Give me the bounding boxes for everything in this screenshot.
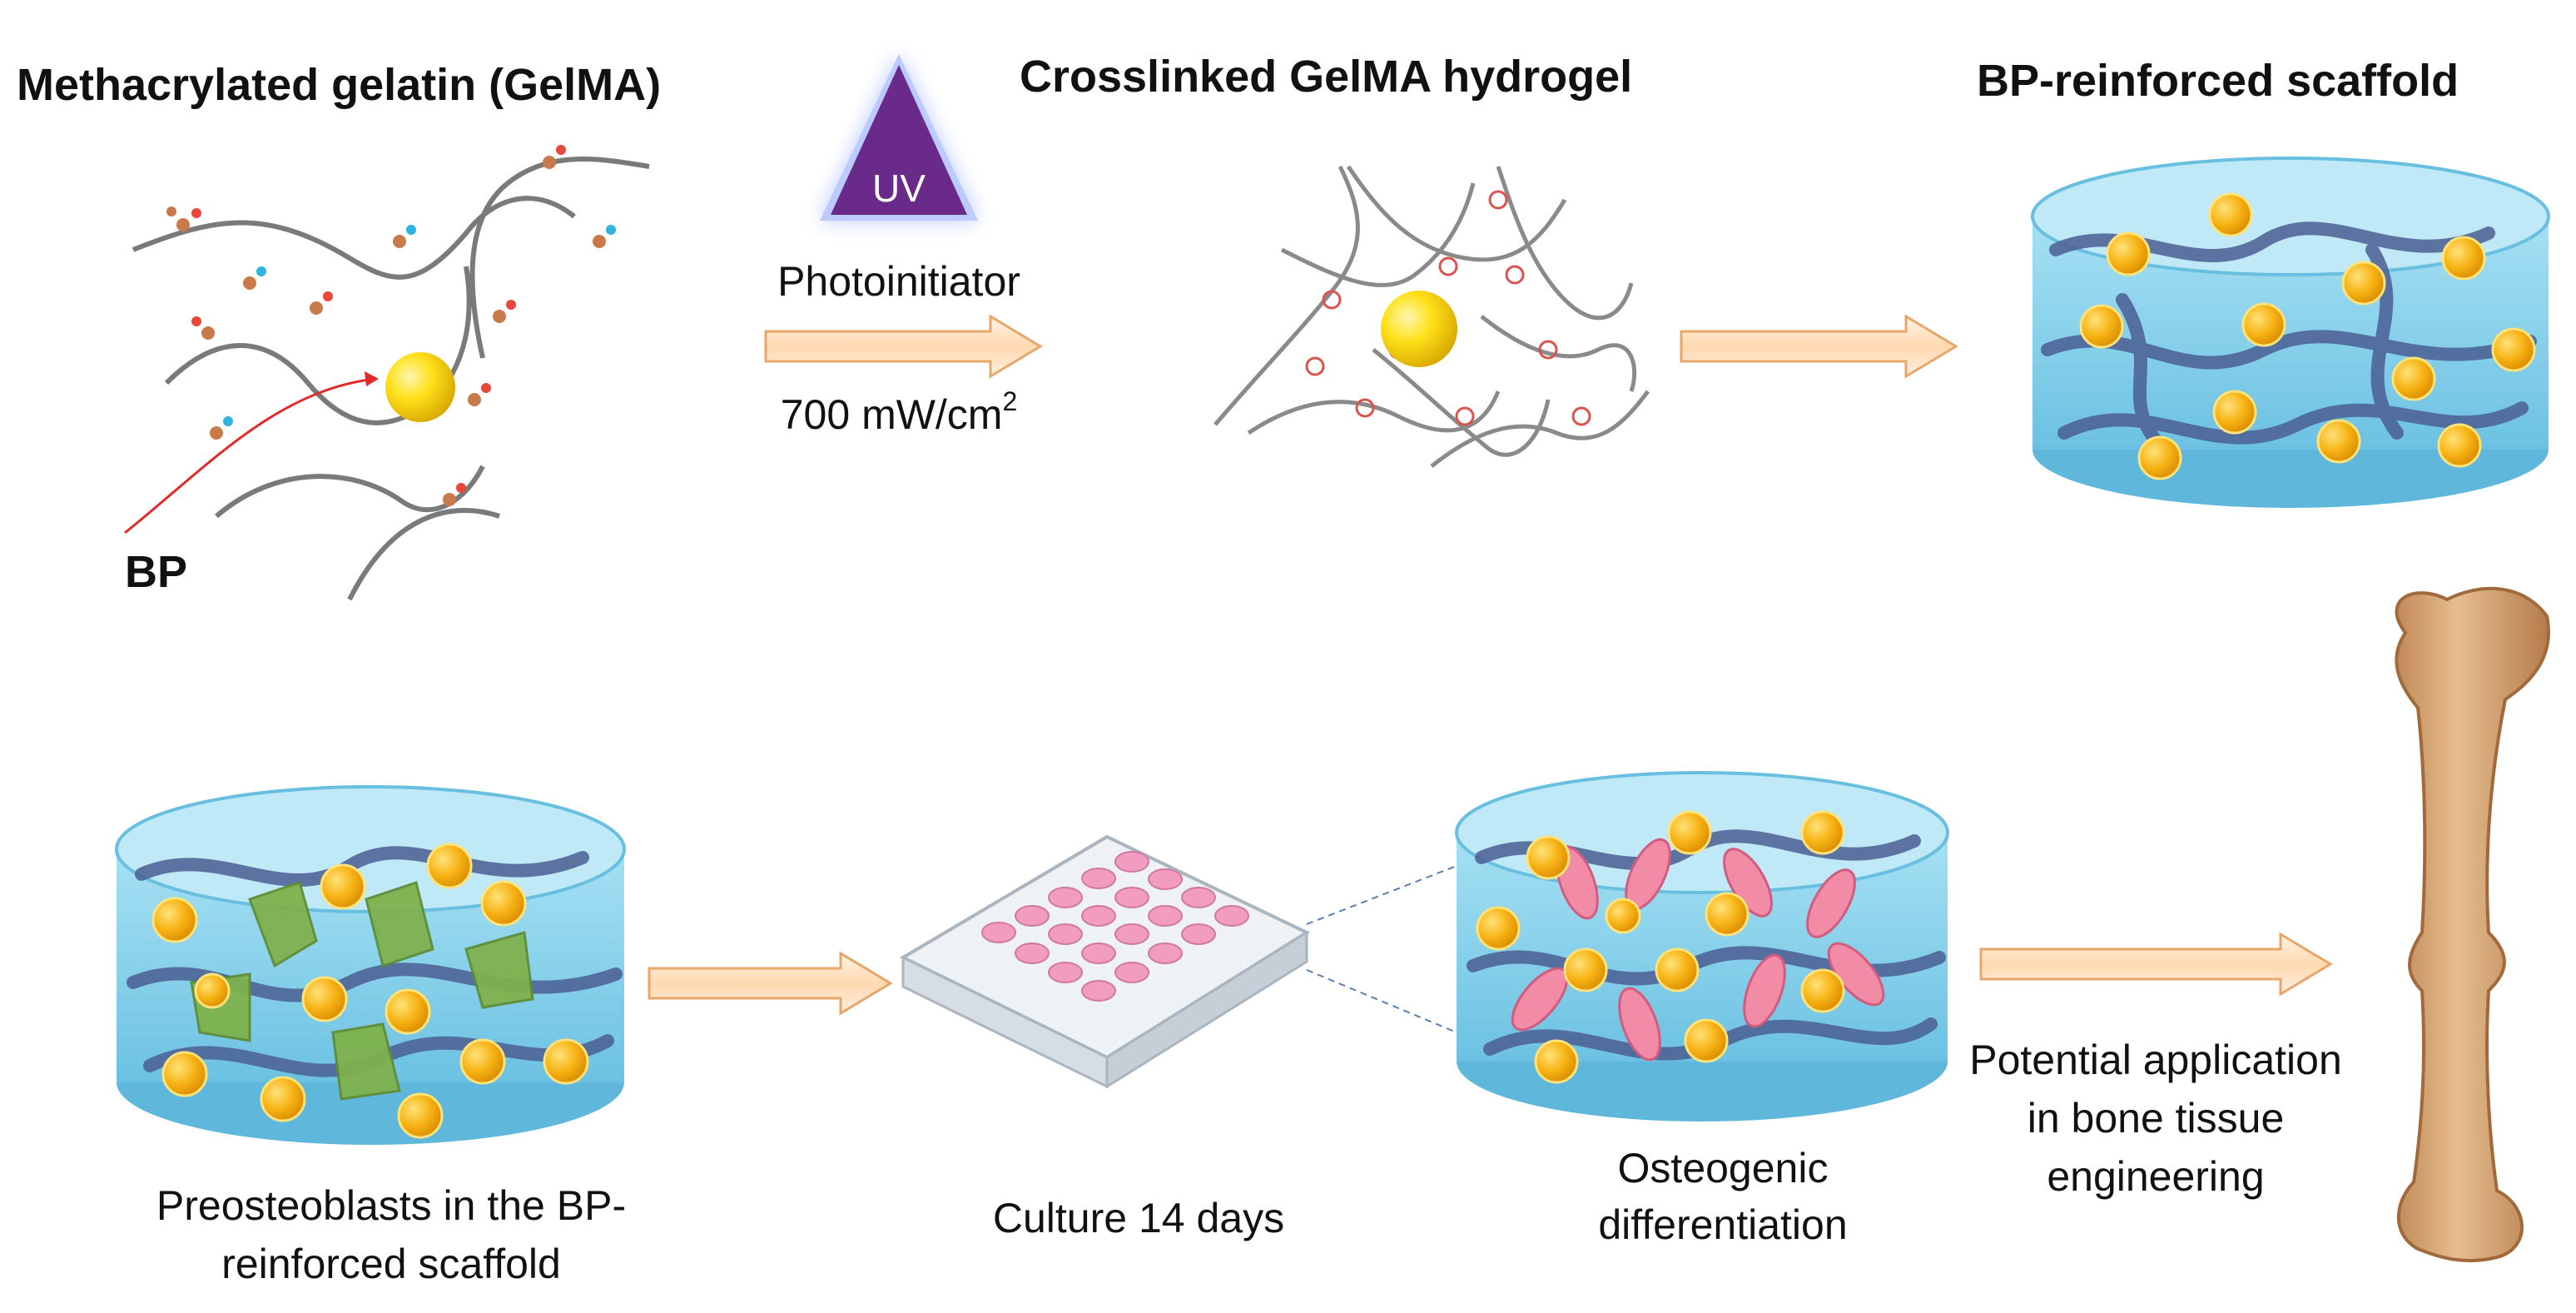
- scaffold-osteogenic: [1455, 771, 1949, 1122]
- arrow-bottom-1: [648, 951, 893, 1016]
- power-superscript: 2: [1002, 386, 1017, 416]
- osteogenic-label-2: differentiation: [1598, 1201, 1847, 1248]
- title-scaffold: BP-reinforced scaffold: [1977, 56, 2459, 106]
- potential-label-3: engineering: [2047, 1153, 2264, 1200]
- preosteoblasts-label-2: reinforced scaffold: [221, 1241, 561, 1287]
- scaffold-with-preosteoblasts: [115, 785, 626, 1145]
- culture-label: Culture 14 days: [993, 1195, 1284, 1241]
- bone-illustration: [2395, 586, 2550, 1263]
- arrow-bottom-2: [1979, 932, 2333, 997]
- bp-particle: [385, 352, 455, 422]
- bp-label: BP: [125, 547, 187, 597]
- arrow-top-1: [764, 314, 1043, 379]
- title-crosslinked: Crosslinked GelMA hydrogel: [1020, 52, 1632, 102]
- title-gelma: Methacrylated gelatin (GelMA): [17, 60, 661, 110]
- preosteoblasts-label-1: Preosteoblasts in the BP-: [156, 1182, 626, 1229]
- photoinitiator-label: Photoinitiator: [777, 258, 1020, 305]
- uv-triangle: [820, 54, 978, 221]
- bp-pointer-arrow: [124, 377, 375, 535]
- uv-label: UV: [872, 167, 926, 210]
- power-label: 700 mW/cm2: [781, 386, 1018, 438]
- potential-label-1: Potential application: [1969, 1037, 2342, 1083]
- arrow-top-2: [1680, 314, 1958, 379]
- gelma-chains-illustration: [124, 145, 650, 601]
- power-value: 700 mW/cm: [781, 391, 1003, 438]
- well-plate: [899, 834, 1457, 1089]
- osteogenic-label-1: Osteogenic: [1618, 1145, 1829, 1191]
- bp-scaffold-top: [2031, 157, 2550, 508]
- potential-label-2: in bone tissue: [2028, 1095, 2285, 1141]
- crosslinked-network-illustration: [1214, 165, 1650, 468]
